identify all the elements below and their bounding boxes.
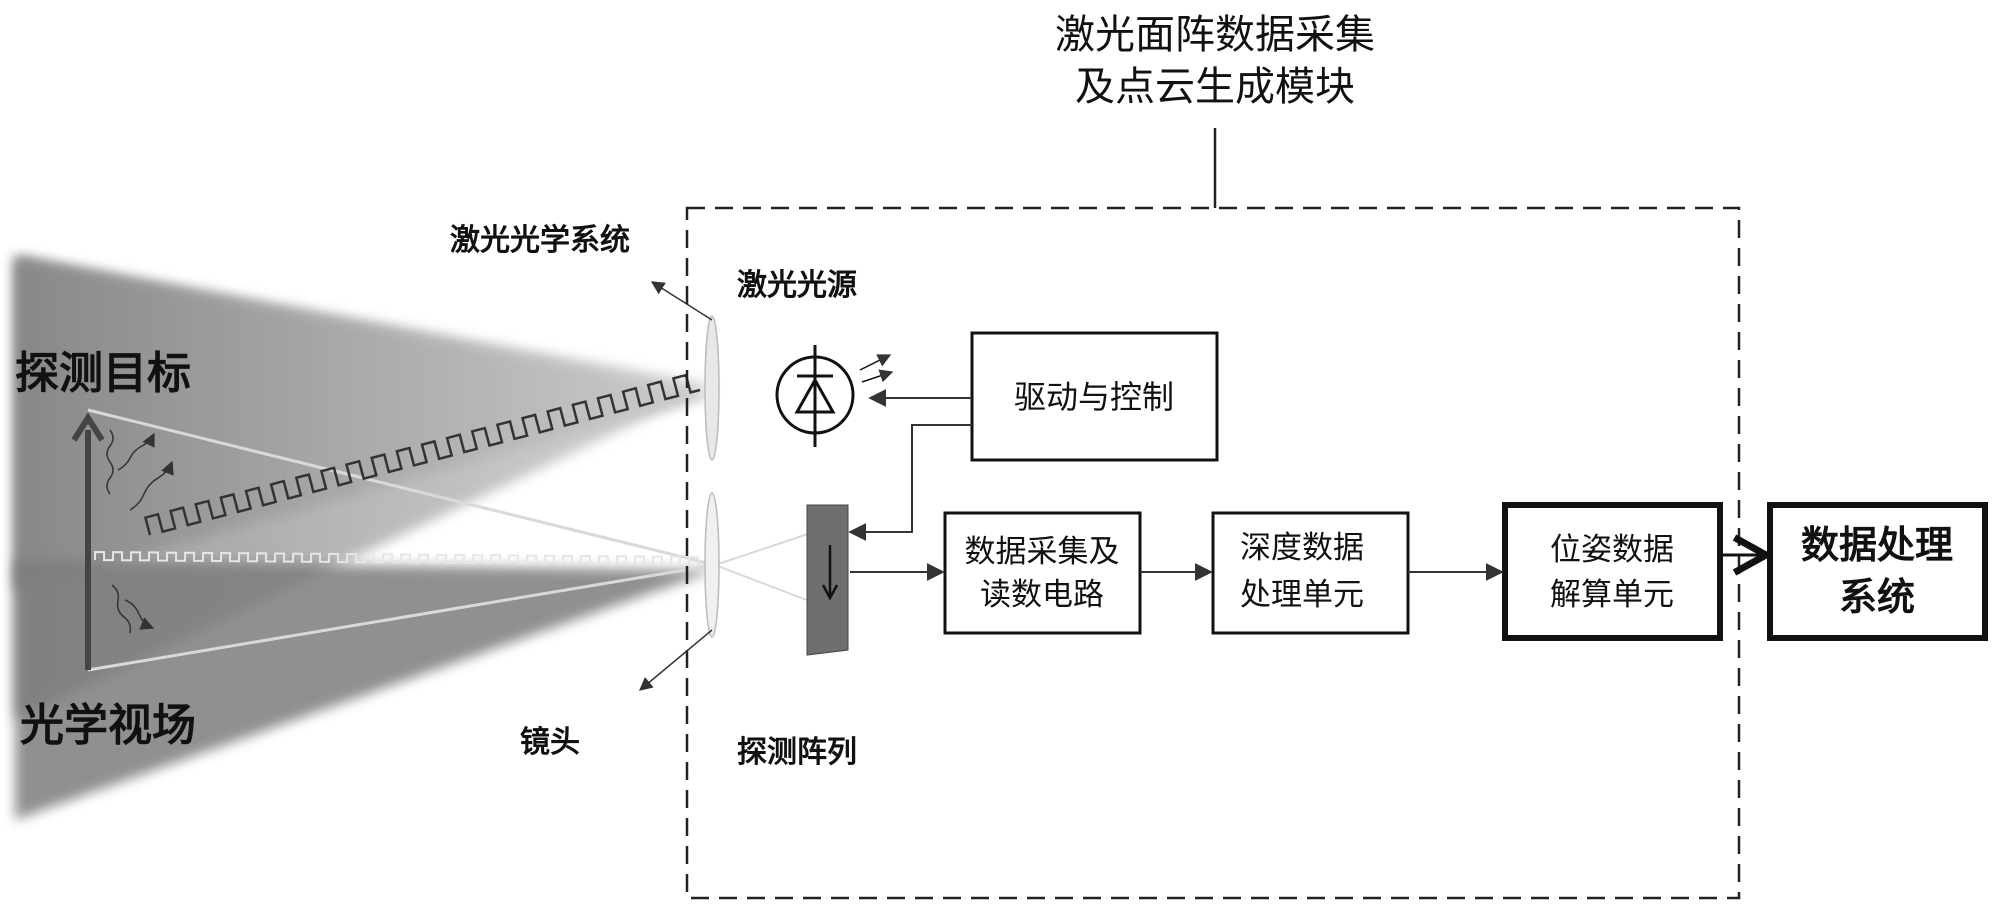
laser-diode-icon <box>777 345 892 447</box>
drive-control-label: 驱动与控制 <box>1014 378 1174 416</box>
lens-icon <box>705 316 719 637</box>
lens-pointer <box>640 630 712 690</box>
pose-label-line2: 解算单元 <box>1550 577 1674 613</box>
laser-optics-pointer <box>652 282 712 320</box>
detector-array-label: 探测阵列 <box>737 735 857 770</box>
module-title-line1: 激光面阵数据采集 <box>1055 12 1375 58</box>
pose-box <box>1505 505 1720 638</box>
lens-label: 镜头 <box>520 725 580 760</box>
fov-label: 光学视场 <box>20 700 196 751</box>
receiving-beam <box>15 560 715 820</box>
pose-label-line1: 位姿数据 <box>1550 532 1674 568</box>
target-label: 探测目标 <box>15 348 191 399</box>
detector-array-icon <box>807 505 848 655</box>
acquisition-label-line2: 读数电路 <box>980 577 1104 613</box>
processing-label-line2: 系统 <box>1839 575 1915 619</box>
acquisition-label-line1: 数据采集及 <box>965 534 1120 570</box>
acquisition-box <box>945 513 1140 633</box>
laser-source-label: 激光光源 <box>737 268 857 303</box>
processing-label-line1: 数据处理 <box>1801 523 1953 567</box>
laser-optics-label: 激光光学系统 <box>450 223 630 258</box>
depth-label-line2: 处理单元 <box>1240 577 1364 613</box>
module-title-line2: 及点云生成模块 <box>1075 64 1355 110</box>
depth-label-line1: 深度数据 <box>1240 530 1364 566</box>
